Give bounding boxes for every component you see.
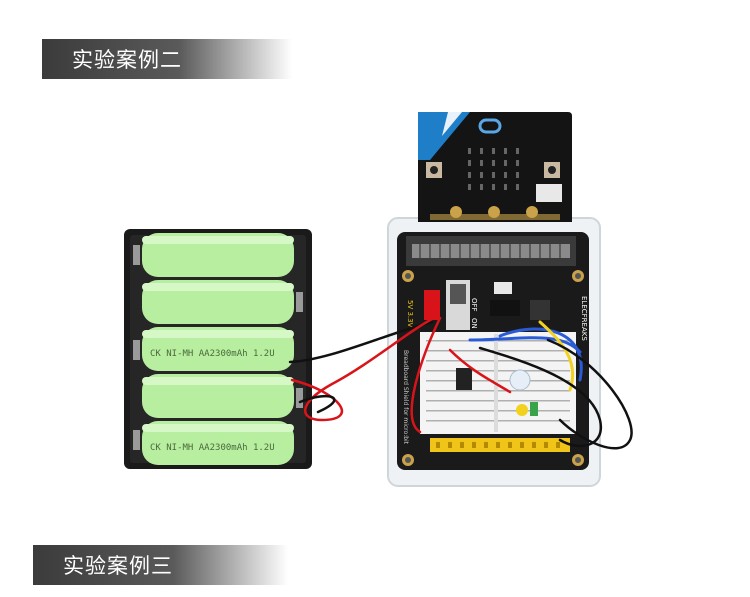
battery-cell: CK NI-MH AA2300mAh 1.2U <box>142 421 294 465</box>
battery-cell <box>142 374 294 418</box>
microbit-board <box>418 112 572 222</box>
battery-pack: CK NI-MH AA2300mAh 1.2U CK NI-MH AA2300m… <box>124 229 312 469</box>
battery-cell <box>142 280 294 324</box>
voltage-label: 5V 3.3V <box>406 300 414 328</box>
cell-label: CK NI-MH AA2300mAh 1.2U <box>150 443 275 453</box>
battery-cell <box>142 233 294 277</box>
switch-label-off: OFF <box>470 298 478 312</box>
section-title: 实验案例三 <box>63 554 173 578</box>
battery-cell: CK NI-MH AA2300mAh 1.2U <box>142 327 294 371</box>
jumper-wires <box>288 316 633 450</box>
cell-label: CK NI-MH AA2300mAh 1.2U <box>150 349 275 359</box>
switch-label-on: ON <box>470 318 478 329</box>
section-title: 实验案例二 <box>72 48 182 72</box>
brand-label: ELECFREAKS <box>580 296 588 341</box>
shield-label: Breadboard Shield for micro:bit <box>402 350 409 445</box>
section-banner-case-3: 实验案例三 <box>33 545 288 585</box>
section-banner-case-2: 实验案例二 <box>42 39 292 79</box>
